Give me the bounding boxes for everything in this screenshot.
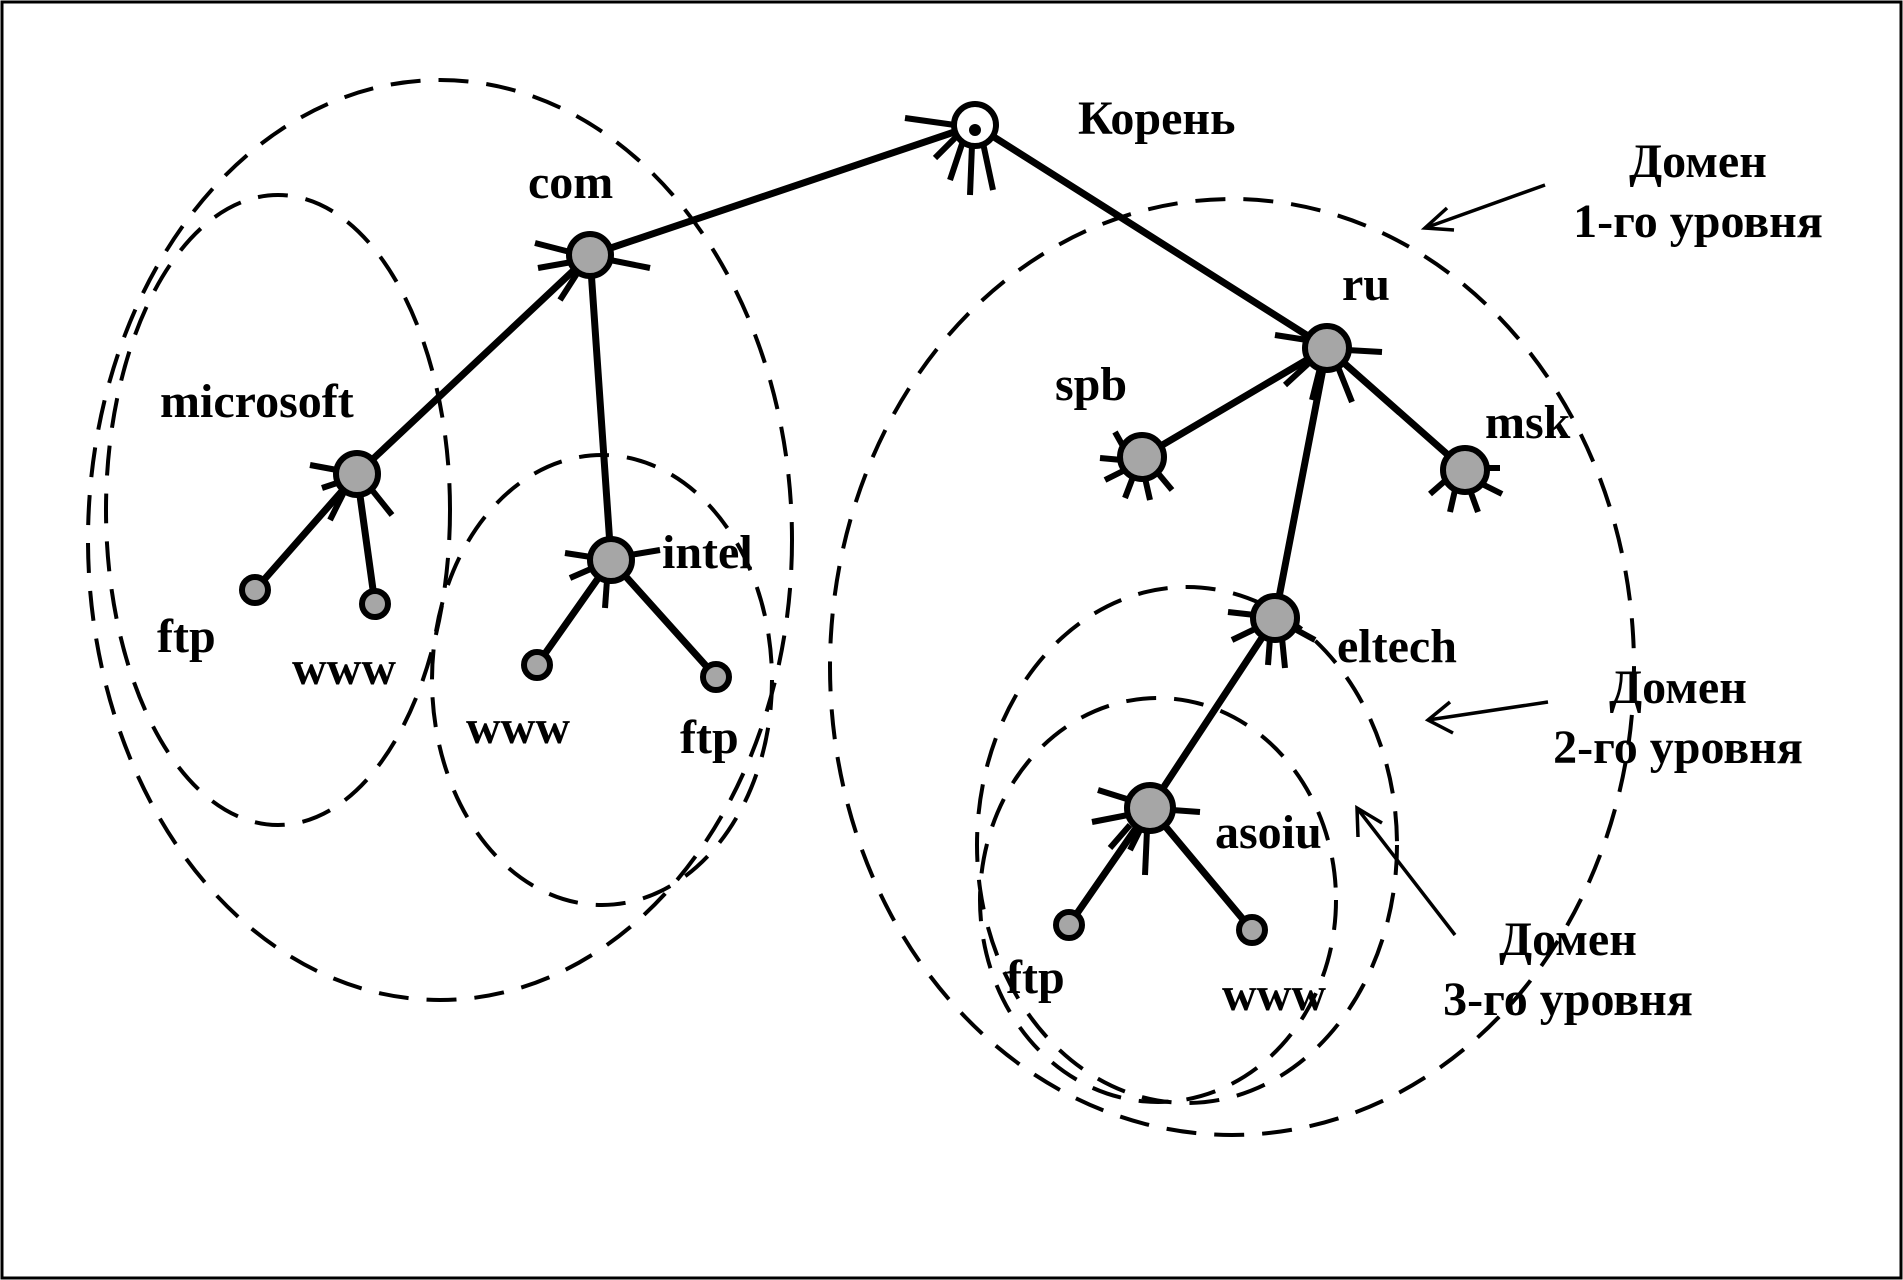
- node-com: [534, 231, 651, 302]
- label-intel: intel: [662, 526, 753, 579]
- legend-level3-line1: Домен: [1499, 913, 1637, 966]
- edge-eltech-asoiu: [1146, 614, 1279, 812]
- label-asoiu: asoiu: [1215, 806, 1322, 859]
- edge-asoiu-www: [1146, 804, 1256, 934]
- label-root: Корень: [1078, 92, 1235, 145]
- zone-ru: [828, 197, 1636, 1137]
- arrow-level2: [1427, 700, 1549, 722]
- label-asoiu-ftp: ftp: [1006, 951, 1065, 1004]
- label-microsoft: microsoft: [160, 375, 354, 428]
- zone-com: [86, 78, 794, 1002]
- node-ru: [1274, 323, 1383, 404]
- tree-edges: [251, 121, 1469, 934]
- label-eltech: eltech: [1337, 620, 1457, 673]
- root-node: [904, 101, 1027, 196]
- leaf-intel-www: [521, 649, 553, 681]
- zone-eltech: [975, 585, 1399, 1105]
- label-intel-ftp: ftp: [680, 711, 739, 764]
- label-spb: spb: [1055, 358, 1127, 411]
- leaf-asoiu-ftp: [1053, 909, 1085, 941]
- leaf-microsoft-www: [359, 588, 391, 620]
- edge-intel-ftp: [607, 556, 720, 681]
- legend-level1-line1: Домен: [1629, 135, 1767, 188]
- legend-level2-line2: 2-го уровня: [1553, 721, 1803, 774]
- node-eltech: [1227, 593, 1317, 669]
- legend-level1-line2: 1-го уровня: [1573, 195, 1823, 248]
- edge-com-intel: [586, 251, 615, 564]
- label-intel-www: www: [466, 701, 570, 754]
- node-labels: Корень com microsoft ftp www intel www f…: [157, 92, 1571, 1021]
- arrow-level3: [1355, 806, 1457, 937]
- leaf-asoiu-www: [1236, 914, 1268, 946]
- label-com: com: [528, 156, 613, 209]
- label-ru: ru: [1342, 258, 1390, 311]
- legend-arrows: [1355, 183, 1549, 937]
- leaf-nodes: [239, 574, 1268, 946]
- label-microsoft-ftp: ftp: [157, 610, 216, 663]
- arrow-level1-head: [1420, 206, 1455, 232]
- legend-labels: Домен 1-го уровня Домен 2-го уровня Доме…: [1443, 135, 1823, 1026]
- arrow-level1: [1424, 183, 1546, 230]
- label-asoiu-www: www: [1222, 968, 1326, 1021]
- edge-ru-msk: [1323, 344, 1469, 474]
- node-intel: [564, 536, 661, 609]
- label-msk: msk: [1485, 396, 1571, 449]
- leaf-microsoft-ftp: [239, 574, 271, 606]
- label-microsoft-www: www: [292, 642, 396, 695]
- node-microsoft: [309, 450, 395, 522]
- leaf-intel-ftp: [700, 661, 732, 693]
- arrow-level2-head: [1424, 700, 1454, 735]
- domain-zones: [86, 78, 1636, 1137]
- legend-level2-line1: Домен: [1609, 661, 1747, 714]
- arrow-level3-head: [1355, 804, 1383, 838]
- edge-com-microsoft: [353, 251, 594, 478]
- legend-level3-line2: 3-го уровня: [1443, 973, 1693, 1026]
- edge-root-ru: [971, 121, 1331, 352]
- edge-root-com: [586, 121, 979, 259]
- edge-ru-spb: [1138, 344, 1331, 461]
- node-msk: [1428, 445, 1504, 514]
- edge-ru-eltech: [1271, 344, 1331, 622]
- zone-microsoft: [104, 193, 452, 827]
- node-asoiu: [1091, 782, 1201, 876]
- node-spb: [1099, 430, 1175, 501]
- zone-asoiu: [978, 696, 1338, 1104]
